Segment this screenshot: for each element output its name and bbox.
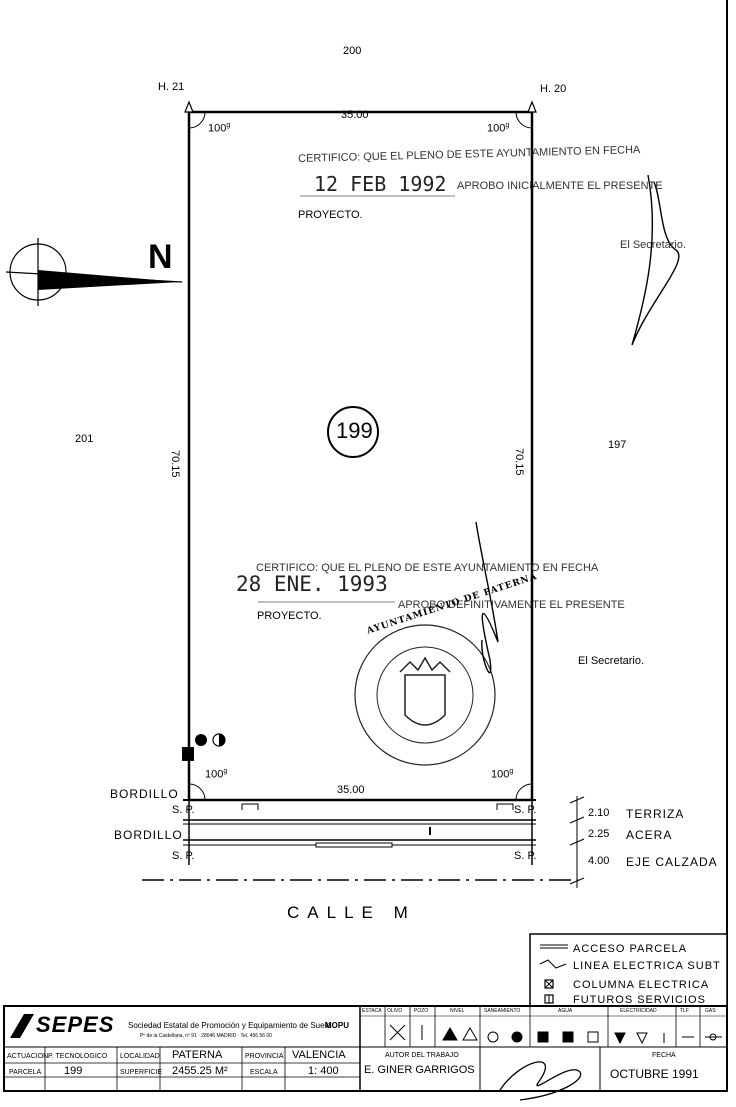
autor-value: E. GINER GARRIGOS — [364, 1064, 475, 1076]
dimension-right: 70.15 — [513, 448, 525, 476]
access-icon — [540, 944, 568, 949]
esc-label: ESCALA — [250, 1069, 278, 1076]
parcela-value: 199 — [64, 1065, 83, 1077]
svc-header-estaca: ESTACA — [362, 1008, 382, 1014]
svc-header-electricidad: ELECTRICIDAD — [620, 1008, 657, 1014]
section-label-2: ACERA — [626, 828, 673, 842]
legend-item-access: ACCESO PARCELA — [573, 943, 688, 955]
parcel-label-left: 201 — [75, 433, 94, 445]
certificate-2-line3: PROYECTO. — [257, 610, 322, 622]
legend-item-cable: LINEA ELECTRICA SUBT — [573, 960, 721, 972]
sepes-logo-text: SEPES — [36, 1012, 115, 1037]
loc-value: PATERNA — [172, 1049, 223, 1061]
street-name: CALLE M — [287, 903, 416, 922]
fecha-label: FECHA — [652, 1052, 676, 1059]
service-symbols — [389, 1024, 722, 1045]
svc-header-pozo: POZO — [414, 1008, 429, 1014]
sup-label: SUPERFICIE — [120, 1069, 163, 1076]
svc-header-saneamiento: SANEAMIENTO — [484, 1008, 521, 1014]
marker-h21: H. 21 — [158, 81, 185, 93]
certificate-1-date: 12 FEB 1992 — [314, 172, 447, 196]
legend-item-future: FUTUROS SERVICIOS — [573, 994, 706, 1006]
certificate-1-signer: El Secretario. — [620, 239, 687, 251]
legend-box — [529, 933, 728, 1007]
angle-top-left: 100g — [208, 122, 231, 135]
signature-lower — [475, 521, 499, 674]
signature-upper — [631, 174, 680, 346]
dimension-bottom: 35.00 — [337, 784, 365, 796]
sp-marker-2: S. P. — [514, 804, 537, 816]
loc-label: LOCALIDAD — [120, 1053, 160, 1060]
north-label: N — [148, 238, 173, 276]
certificate-2-signer: El Secretario. — [578, 655, 645, 667]
sp-marker-4: S. P. — [514, 850, 537, 862]
sup-value: 2455.25 M² — [172, 1065, 228, 1077]
prov-label: PROVINCIA — [245, 1053, 284, 1060]
bordillo-label-2: BORDILLO — [114, 828, 183, 842]
ptec-label: P. TECNOLOGICO — [48, 1053, 108, 1060]
service-symbol-full — [195, 734, 207, 746]
section-label-3: EJE CALZADA — [626, 855, 718, 869]
ministry-name: MOPU — [325, 1021, 349, 1030]
column-symbol — [182, 747, 194, 761]
cable-icon — [539, 959, 567, 969]
act-label: ACTUACION — [7, 1053, 49, 1060]
corner-marker-left — [184, 100, 194, 113]
section-dim-2: 2.25 — [588, 828, 610, 840]
parcel-number: 199 — [336, 418, 373, 443]
dimension-top: 35.00 — [341, 109, 369, 121]
angle-bottom-right: 100g — [491, 768, 514, 781]
fecha-value: OCTUBRE 1991 — [610, 1067, 699, 1081]
section-dim-3: 4.00 — [588, 855, 610, 867]
svc-header-tlf: TLF — [680, 1008, 689, 1014]
parcel-label-top: 200 — [343, 45, 362, 57]
sp-marker-1: S. P. — [172, 804, 195, 816]
parcel-label-right: 197 — [608, 439, 627, 451]
certificate-1-line2: APROBO INICIALMENTE EL PRESENTE — [457, 180, 663, 192]
svc-header-nivel: NIVEL — [450, 1008, 465, 1014]
angle-bottom-left: 100g — [205, 768, 228, 781]
corner-marker-right — [527, 100, 537, 113]
legend-item-column: COLUMNA ELECTRICA — [573, 979, 710, 991]
company-name: Sociedad Estatal de Promoción y Equipami… — [128, 1021, 331, 1030]
dimension-left: 70.15 — [169, 450, 181, 478]
bordillo-label-1: BORDILLO — [110, 787, 179, 801]
certificate-2-line2: APROBO DEFINITIVAMENTE EL PRESENTE — [398, 599, 625, 611]
parcela-label: PARCELA — [9, 1069, 42, 1076]
parcel-number-circle — [327, 406, 379, 458]
svc-header-gas: GAS — [705, 1008, 716, 1014]
marker-h20: H. 20 — [540, 83, 567, 95]
esc-value: 1: 400 — [308, 1065, 339, 1077]
title-block-frame — [3, 1005, 728, 1092]
company-address: Pº de la Castellana, nº 91 · 28046 MADRI… — [140, 1033, 272, 1039]
column-icon — [544, 979, 554, 989]
certificate-2-line1: CERTIFICO: QUE EL PLENO DE ESTE AYUNTAMI… — [256, 562, 599, 574]
sepes-logo — [10, 1014, 34, 1038]
svc-header-agua: AGUA — [558, 1008, 573, 1014]
future-icon — [544, 994, 554, 1004]
svc-header-olivo: OLIVO — [387, 1008, 403, 1014]
section-label-1: TERRIZA — [626, 807, 685, 821]
sp-marker-3: S. P. — [172, 850, 195, 862]
signature-title-block — [499, 1061, 582, 1101]
angle-top-right: 100g — [487, 122, 510, 135]
autor-label: AUTOR DEL TRABAJO — [385, 1052, 459, 1059]
certificate-2-date: 28 ENE. 1993 — [236, 572, 388, 596]
section-dim-1: 2.10 — [588, 807, 610, 819]
prov-value: VALENCIA — [292, 1049, 346, 1061]
municipal-seal — [354, 624, 496, 766]
certificate-1-line3: PROYECTO. — [298, 209, 363, 221]
north-arrow-icon — [5, 238, 183, 306]
